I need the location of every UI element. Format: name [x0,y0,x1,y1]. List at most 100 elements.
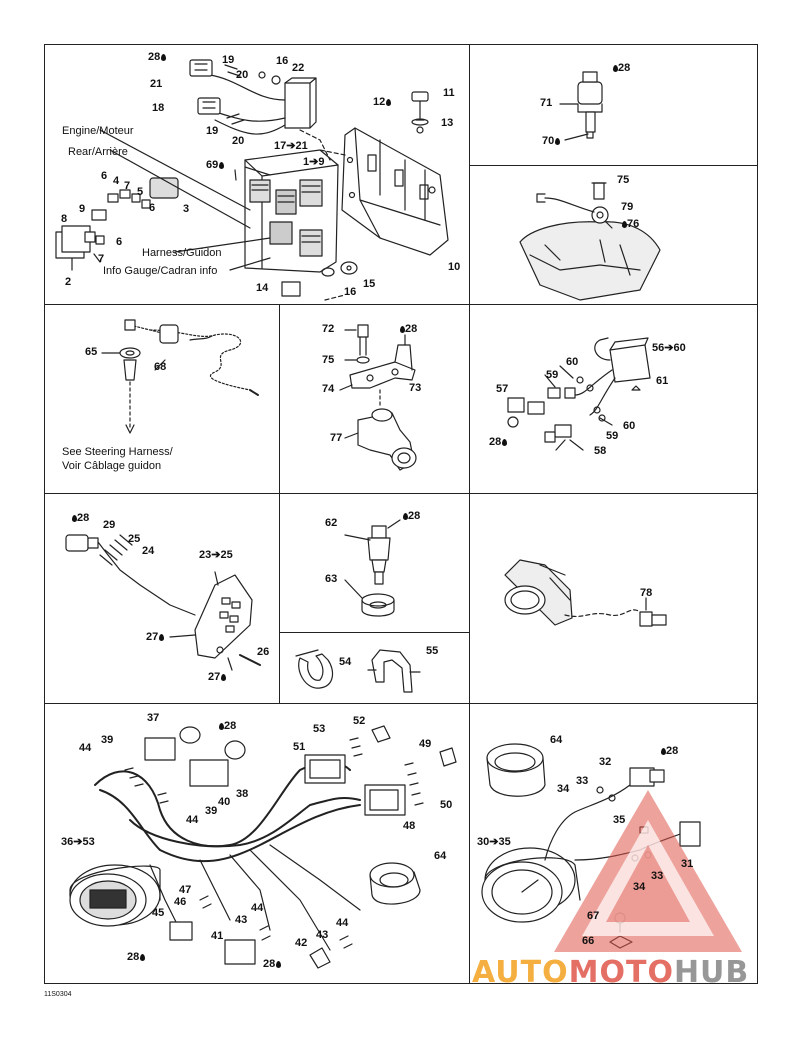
callout-41: 41 [211,930,224,942]
callout-35: 35 [613,814,626,826]
callout-3: 3 [183,203,190,215]
callout-30-35: 30➔35 [477,836,511,848]
harness-wires-top [189,59,346,301]
callout-68: 68 [154,361,167,373]
callout-23-25: 23➔25 [199,549,233,561]
callout-43: 43 [235,914,248,926]
engine-block-79 [519,182,661,301]
sensor-71 [559,71,603,141]
callout-16: 16 [276,55,289,67]
callout-67: 67 [587,910,600,922]
callout-72: 72 [322,323,335,335]
callout-44: 44 [336,917,349,929]
small-relays [55,177,179,271]
label-engine: Engine/Moteur [62,125,134,137]
callout-5: 5 [137,186,144,198]
callout-60: 60 [566,356,579,368]
callout-28: 28 [263,959,282,970]
harness-68 [101,319,259,434]
callout-44: 44 [186,814,199,826]
gauge-harness-36 [69,725,457,969]
callout-19: 19 [206,125,219,137]
callout-71: 71 [540,97,553,109]
callout-53: 53 [313,723,326,735]
label-harness: Harness/Guidon [142,247,222,259]
callout-25: 25 [128,533,141,545]
callout-7: 7 [124,180,131,192]
callout-28: 28 [402,511,420,522]
callout-7: 7 [98,253,105,265]
callout-39: 39 [101,734,114,746]
callout-29: 29 [103,519,116,531]
callout-26: 26 [257,646,270,658]
callout-17-21: 17➔21 [274,140,308,152]
callout-36-53: 36➔53 [61,836,95,848]
callout-43: 43 [316,929,329,941]
callout-34: 34 [557,783,570,795]
callout-70: 70 [542,136,561,147]
callout-28: 28 [218,721,236,732]
callout-31: 31 [681,858,694,870]
callout-77: 77 [330,432,343,444]
callout-60: 60 [623,420,636,432]
callout-21: 21 [150,78,163,90]
callout-64: 64 [434,850,447,862]
callout-59: 59 [606,430,619,442]
callout-39: 39 [205,805,218,817]
callout-49: 49 [419,738,432,750]
callout-1-9: 1➔9 [303,156,325,168]
callout-4: 4 [113,175,120,187]
callout-65: 65 [85,346,98,358]
panel-gauge-30 [469,703,758,984]
callout-33: 33 [576,775,589,787]
callout-38: 38 [236,788,249,800]
callout-59: 59 [546,369,559,381]
label-rear: Rear/Arrière [68,146,128,158]
callout-6: 6 [116,236,123,248]
callout-8: 8 [61,213,68,225]
label-info-gauge: Info Gauge/Cadran info [103,265,218,277]
callout-33: 33 [651,870,664,882]
callout-47: 47 [179,884,192,896]
ecm-fasteners [99,129,358,297]
callout-6: 6 [149,202,156,214]
callout-79: 79 [621,201,634,213]
callout-62: 62 [325,517,338,529]
relay-56-assembly [507,337,651,451]
callout-64: 64 [550,734,563,746]
callout-73: 73 [409,382,422,394]
callout-50: 50 [440,799,453,811]
callout-44: 44 [251,902,264,914]
callout-54: 54 [339,656,352,668]
callout-48: 48 [403,820,416,832]
label-voir-cablage: Voir Câblage guidon [62,460,162,472]
callout-11: 11 [443,87,455,99]
clamps-54-55 [295,649,421,693]
watermark-hub: HUB [673,955,750,990]
callout-58: 58 [594,445,607,457]
callout-27: 27 [208,672,227,683]
callout-27: 27 [146,632,165,643]
callout-28: 28 [71,513,89,524]
callout-15: 15 [363,278,376,290]
callout-16: 16 [344,286,357,298]
ecm-module [244,149,339,273]
callout-28: 28 [660,746,678,757]
callout-12: 12 [373,97,392,108]
figure-code: 11S0304 [44,991,72,998]
callout-28: 28 [612,63,630,74]
callout-75: 75 [322,354,335,366]
watermark-logo [554,790,742,952]
callout-10: 10 [448,261,461,273]
callout-32: 32 [599,756,612,768]
callout-9: 9 [79,203,86,215]
callout-6: 6 [101,170,108,182]
callout-37: 37 [147,712,160,724]
callout-28: 28 [148,52,167,63]
callout-46: 46 [174,896,187,908]
callout-28: 28 [127,952,146,963]
callout-20: 20 [232,135,245,147]
callout-76: 76 [621,219,639,230]
